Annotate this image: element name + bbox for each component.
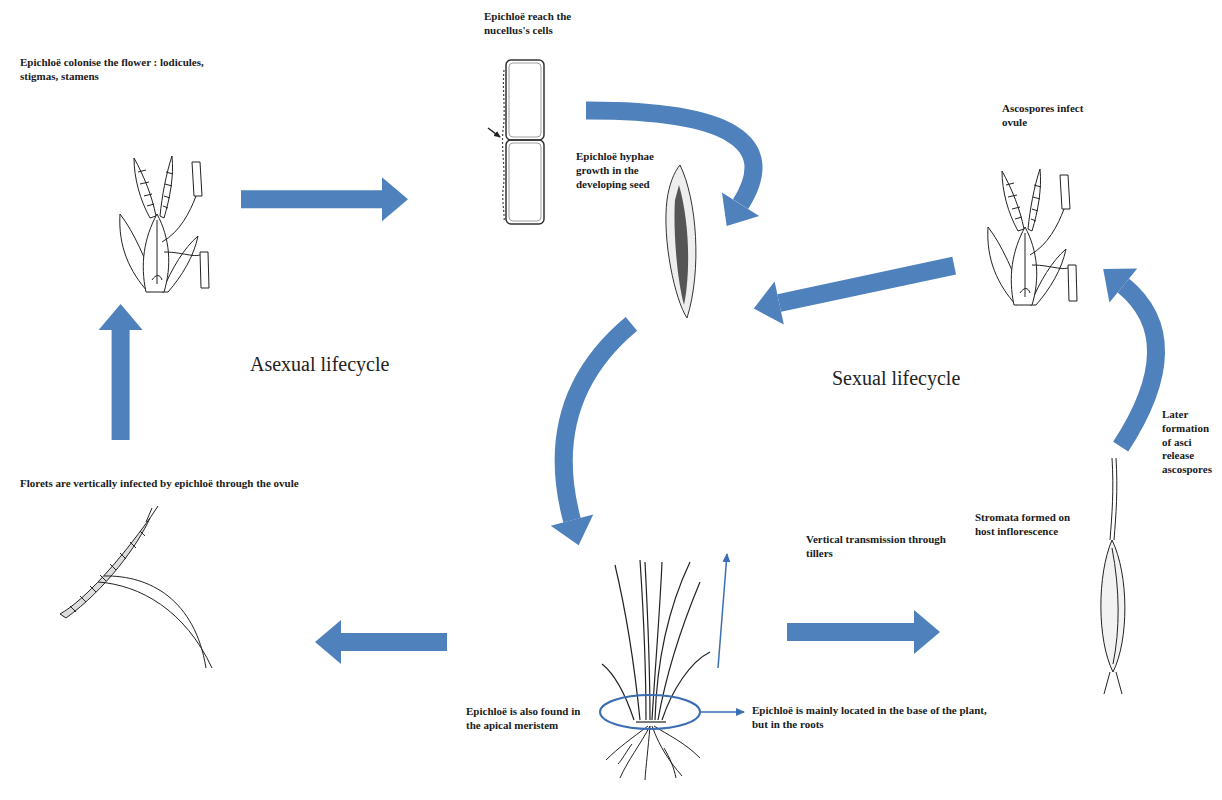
cell-wall	[506, 140, 544, 224]
arrow-body	[564, 324, 632, 520]
arrow-head	[99, 304, 143, 330]
leaf	[602, 664, 634, 720]
pointer-arrow	[488, 128, 500, 137]
arrow-head	[382, 177, 408, 221]
stage-group: Epichloë is also found in the apical mer…	[462, 555, 727, 780]
stage-group: Epichloë colonise the flower : lodicules…	[18, 54, 233, 296]
callout-note: Later formation of asci release ascospor…	[1162, 408, 1219, 477]
grass-plant	[600, 554, 744, 780]
arrow-head	[1103, 268, 1137, 302]
arrow-body	[779, 266, 954, 303]
stem	[1110, 458, 1117, 540]
stage-caption: Florets are vertically infected by epich…	[20, 477, 300, 491]
arrow-head	[914, 610, 940, 654]
arrow-body	[241, 190, 382, 208]
callout-note: Epichloë is mainly located in the base o…	[752, 704, 997, 732]
arrow-body	[1121, 286, 1156, 447]
flow-arrow	[551, 324, 632, 545]
leaf	[104, 576, 206, 668]
arrow-body	[341, 633, 447, 651]
inflorescence-drawing	[60, 506, 212, 668]
base-highlight	[600, 695, 700, 729]
cell-wall	[509, 143, 541, 221]
arrow-head	[754, 282, 784, 325]
arrow-body	[112, 330, 130, 440]
flow-arrow	[787, 610, 940, 654]
leader-arrow	[718, 554, 727, 668]
sheath	[1104, 672, 1122, 694]
stage-group: Epichloë hyphae growth in the developing…	[572, 148, 700, 320]
nucellus-cells	[488, 60, 544, 224]
seed-shade	[674, 185, 688, 305]
culm	[98, 582, 212, 668]
spikelet-marks	[70, 531, 145, 612]
leaf	[662, 652, 710, 720]
hyphae-trace	[503, 70, 505, 222]
stage-caption: Ascospores infect ovule	[1002, 102, 1094, 130]
spike	[60, 518, 150, 618]
seed-outline	[666, 165, 696, 318]
flow-arrow	[754, 266, 954, 325]
stroma-drawing	[1101, 458, 1125, 694]
stage-group: Florets are vertically infected by epich…	[18, 475, 303, 675]
flow-arrow	[1103, 268, 1156, 446]
arrow-body	[787, 623, 914, 641]
flow-arrow	[99, 304, 143, 440]
callout-note: Vertical transmission through tillers	[806, 533, 956, 561]
roots	[606, 726, 700, 780]
flow-arrow	[315, 620, 447, 664]
leader-arrow	[701, 711, 744, 713]
stage-caption: Epichloë is also found in the apical mer…	[466, 705, 591, 733]
cycle-label: Sexual lifecycle	[832, 366, 1022, 390]
awns	[146, 506, 158, 522]
stroma	[1101, 540, 1125, 672]
leaf	[658, 582, 700, 720]
cell-wall	[509, 63, 541, 137]
floret-drawing	[988, 169, 1077, 305]
leaf	[645, 562, 650, 720]
arrow-head	[722, 192, 759, 226]
floret-drawing	[120, 156, 209, 292]
cell-wall	[506, 60, 544, 140]
stage-group: Stromata formed on host inflorescence	[975, 455, 1140, 695]
cycle-label: Asexual lifecycle	[250, 352, 440, 376]
stage-caption: Epichloë colonise the flower : lodicules…	[20, 56, 230, 84]
stage-caption: Stromata formed on host inflorescence	[975, 511, 1083, 539]
plant-crown	[636, 721, 666, 722]
flow-arrow	[241, 177, 408, 221]
stage-group: Ascospores infect ovule	[962, 100, 1097, 305]
arrow-head	[551, 515, 594, 546]
stage-caption: Epichloë hyphae growth in the developing…	[576, 150, 662, 191]
arrow-head	[315, 620, 341, 664]
stage-group: Epichloë reach the nucellus's cells	[480, 8, 580, 236]
stroma-line	[1112, 548, 1118, 664]
stage-caption: Epichloë reach the nucellus's cells	[484, 10, 576, 38]
seed-drawing	[666, 165, 696, 318]
